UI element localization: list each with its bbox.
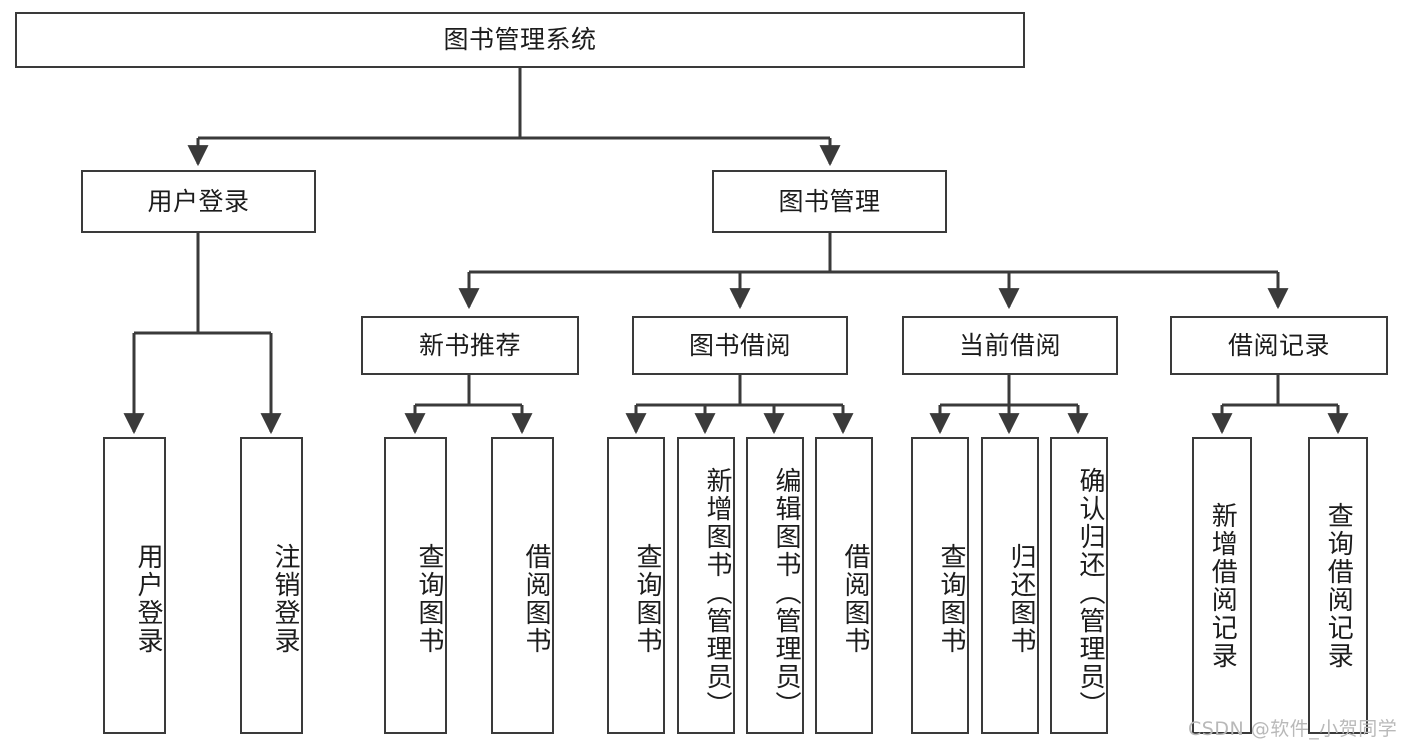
node-book-borrow[interactable]: 图书借阅 <box>632 316 848 375</box>
node-borrow-record[interactable]: 借阅记录 <box>1170 316 1388 375</box>
node-new-book-rec-label: 新书推荐 <box>418 330 521 360</box>
node-current-borrow-label: 当前借阅 <box>958 330 1061 360</box>
node-borrow-record-label: 借阅记录 <box>1227 330 1330 360</box>
node-leaf-borrow-book-1[interactable]: 借阅图书 <box>491 437 554 734</box>
node-leaf-query-book-2-label: 查询图书 <box>632 542 662 655</box>
node-leaf-user-login[interactable]: 用户登录 <box>103 437 166 734</box>
node-leaf-add-book[interactable]: 新增图书（管理员） <box>677 437 735 734</box>
node-leaf-return-book-label: 归还图书 <box>1006 542 1036 655</box>
node-leaf-add-record[interactable]: 新增借阅记录 <box>1192 437 1252 734</box>
node-root[interactable]: 图书管理系统 <box>15 12 1025 68</box>
node-leaf-logout-label: 注销登录 <box>270 542 300 655</box>
node-leaf-query-record[interactable]: 查询借阅记录 <box>1308 437 1368 734</box>
node-leaf-edit-book[interactable]: 编辑图书（管理员） <box>746 437 804 734</box>
node-leaf-borrow-book-2-label: 借阅图书 <box>840 542 870 655</box>
node-leaf-logout[interactable]: 注销登录 <box>240 437 303 734</box>
node-leaf-borrow-book-2[interactable]: 借阅图书 <box>815 437 873 734</box>
node-leaf-query-book-3[interactable]: 查询图书 <box>911 437 969 734</box>
node-book-borrow-label: 图书借阅 <box>688 330 791 360</box>
node-leaf-confirm-return[interactable]: 确认归还（管理员） <box>1050 437 1108 734</box>
node-leaf-edit-book-label: 编辑图书（管理员） <box>771 466 801 719</box>
node-leaf-query-book-3-label: 查询图书 <box>936 542 966 655</box>
node-leaf-query-record-label: 查询借阅记录 <box>1323 501 1354 670</box>
watermark: CSDN @软件_小贺同学 <box>1188 718 1398 740</box>
node-leaf-query-book-1-label: 查询图书 <box>414 542 444 655</box>
node-user-login-label: 用户登录 <box>147 186 250 216</box>
node-user-login[interactable]: 用户登录 <box>81 170 316 233</box>
node-leaf-query-book-2[interactable]: 查询图书 <box>607 437 665 734</box>
node-leaf-add-record-label: 新增借阅记录 <box>1207 501 1238 670</box>
node-root-label: 图书管理系统 <box>443 25 597 55</box>
node-leaf-query-book-1[interactable]: 查询图书 <box>384 437 447 734</box>
node-book-manage[interactable]: 图书管理 <box>712 170 947 233</box>
node-leaf-borrow-book-1-label: 借阅图书 <box>521 542 551 655</box>
node-leaf-confirm-return-label: 确认归还（管理员） <box>1075 466 1105 719</box>
node-book-manage-label: 图书管理 <box>778 186 881 216</box>
node-new-book-rec[interactable]: 新书推荐 <box>361 316 579 375</box>
node-leaf-add-book-label: 新增图书（管理员） <box>702 466 732 719</box>
node-leaf-return-book[interactable]: 归还图书 <box>981 437 1039 734</box>
node-current-borrow[interactable]: 当前借阅 <box>902 316 1118 375</box>
node-leaf-user-login-label: 用户登录 <box>133 542 163 655</box>
